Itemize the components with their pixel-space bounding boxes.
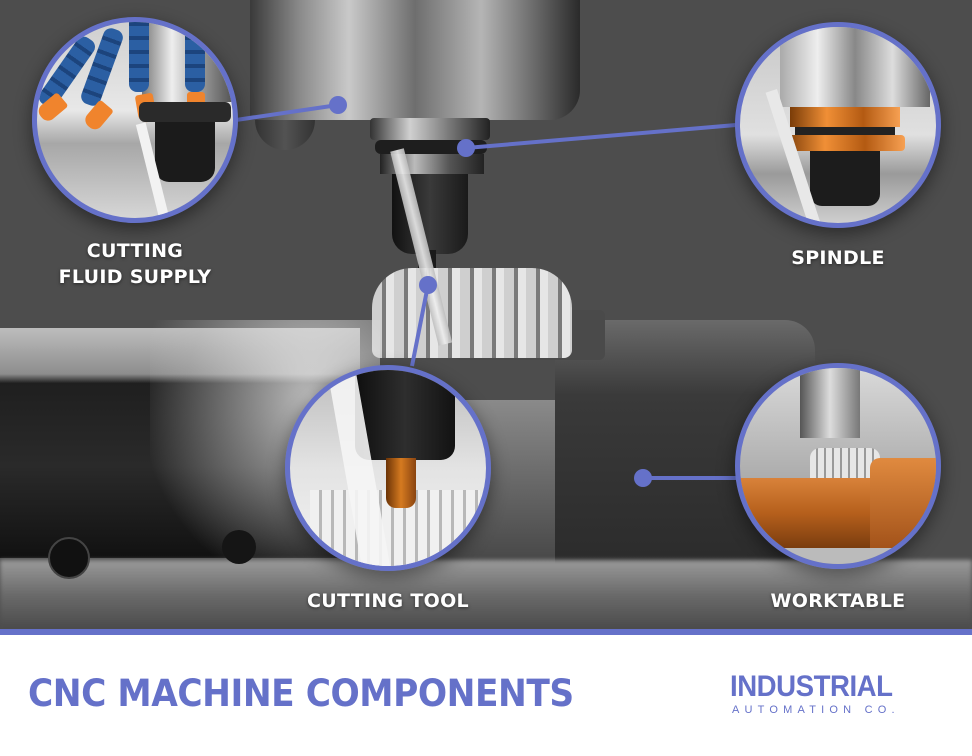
- spindle-detail: [800, 368, 860, 438]
- accent-divider: [0, 629, 972, 635]
- collet-detail: [155, 122, 215, 182]
- label-spindle: SPINDLE: [791, 247, 885, 269]
- spindle-groove: [795, 127, 895, 135]
- coolant-hose-detail: [185, 22, 205, 92]
- page-title: CNC MACHINE COMPONENTS: [28, 672, 574, 715]
- company-logo: INDUSTRIAL AUTOMATION CO.: [730, 672, 930, 717]
- spindle-ring: [370, 118, 490, 140]
- connector-spindle: [465, 123, 737, 150]
- spindle-highlight-ring: [790, 107, 900, 127]
- callout-cutting-tool: [285, 365, 491, 571]
- worktable-highlight: [870, 458, 936, 548]
- label-line: FLUID SUPPLY: [58, 266, 212, 288]
- spindle-body-detail: [780, 27, 930, 107]
- spindle-highlight-ring: [785, 135, 905, 151]
- callout-worktable: [735, 363, 941, 569]
- coolant-hose-detail: [129, 22, 149, 92]
- callout-cutting-fluid-supply: [32, 17, 238, 223]
- machine-bed: [0, 560, 972, 630]
- machine-bed-detail: [740, 548, 936, 564]
- vise-knob: [222, 530, 256, 564]
- gear-detail: [810, 448, 880, 482]
- orange-nozzle: [82, 99, 114, 133]
- collet-detail: [355, 370, 455, 460]
- label-cutting-tool: CUTTING TOOL: [307, 590, 469, 612]
- label-cutting-fluid-supply: CUTTING FLUID SUPPLY: [30, 238, 240, 290]
- vise-knob: [48, 537, 90, 579]
- collet-detail: [810, 151, 880, 206]
- cnc-machine-photo: CUTTING FLUID SUPPLY SPINDLE CUTTING TOO…: [0, 0, 972, 630]
- label-worktable: WORKTABLE: [770, 590, 906, 612]
- callout-spindle: [735, 22, 941, 228]
- cutting-bit-highlight: [386, 458, 416, 508]
- logo-tagline: AUTOMATION CO.: [732, 704, 900, 716]
- spindle-head: [250, 0, 580, 120]
- label-line: CUTTING: [86, 240, 184, 262]
- spindle-ring-detail: [139, 102, 231, 122]
- logo-wordmark: INDUSTRIAL: [730, 670, 893, 703]
- gear-workpiece: [372, 268, 572, 358]
- footer: [0, 635, 972, 756]
